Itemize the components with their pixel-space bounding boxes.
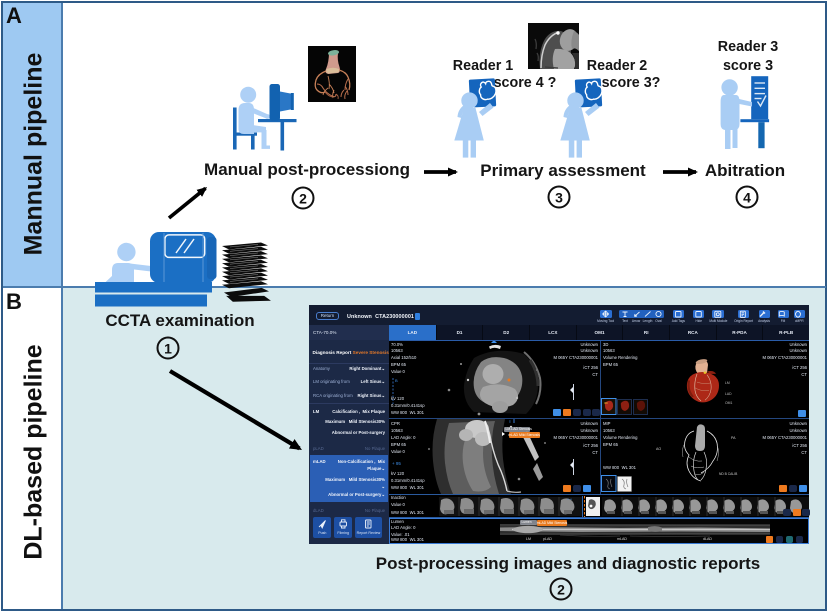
svg-text:+ +: + + — [567, 497, 572, 501]
svg-text:s: s — [509, 420, 511, 424]
svg-text:3D: 3D — [604, 401, 609, 405]
svg-text:B: B — [395, 378, 398, 383]
svg-text:ND B CALIB: ND B CALIB — [719, 472, 738, 476]
svg-text:AO: AO — [656, 447, 661, 451]
svg-text:PA: PA — [731, 436, 736, 440]
svg-text:LM: LM — [725, 381, 730, 385]
svg-text:+ 95: + 95 — [392, 461, 401, 466]
svg-text:LAD: LAD — [725, 392, 732, 396]
svg-text:OM1: OM1 — [725, 401, 732, 405]
